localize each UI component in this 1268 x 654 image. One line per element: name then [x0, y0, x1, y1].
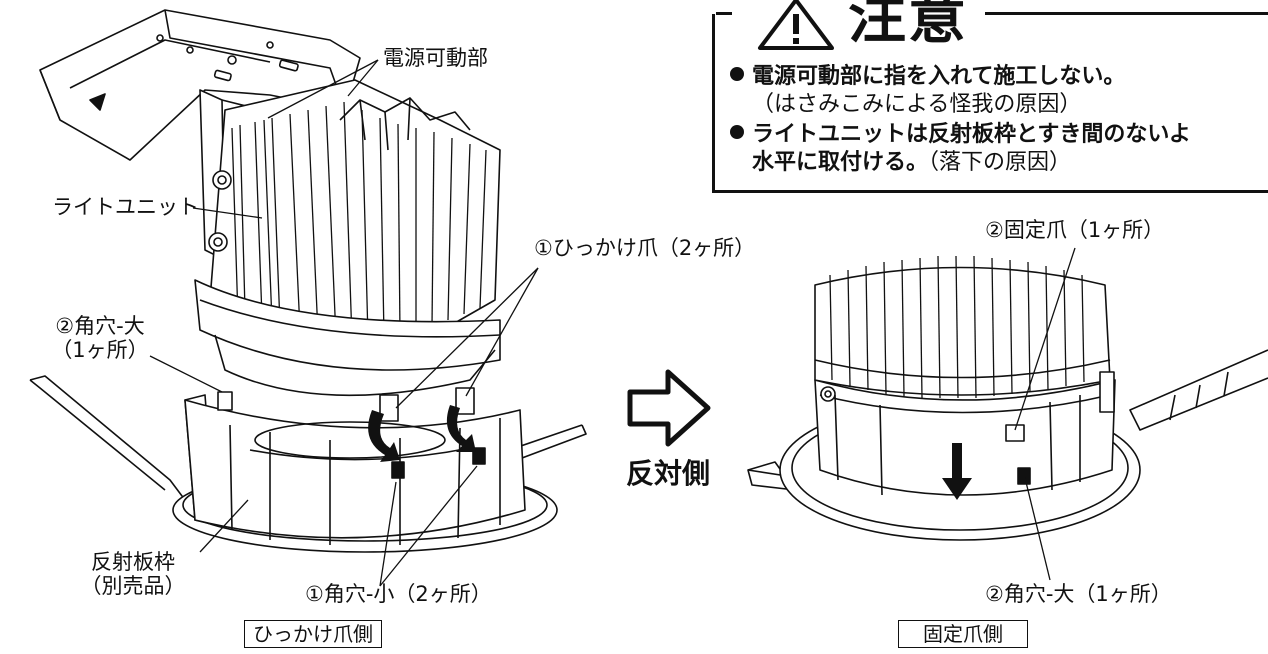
opposite-side-label: 反対側 — [626, 457, 711, 490]
label-reflector-frame: 反射板枠 （別売品） — [80, 550, 186, 599]
label-square-hole-large-left: ②角穴-大 （1ヶ所） — [51, 314, 149, 363]
label-power-movable: 電源可動部 — [383, 46, 488, 70]
label-hook-claw: ①ひっかけ爪（2ヶ所） — [534, 236, 756, 260]
right-outline-arrow-icon — [627, 369, 711, 447]
caution-box — [712, 14, 1268, 193]
label-square-hole-small: ①角穴-小（2ヶ所） — [305, 582, 492, 606]
fixed-unit-right — [747, 255, 1268, 541]
curved-arrow-icon — [368, 405, 476, 462]
leader-lines-right — [1014, 247, 1076, 581]
caution-item-1-reason: （はさみこみによる怪我の原因） — [752, 92, 1082, 117]
caution-item-1: 電源可動部に指を入れて施工しない。 — [730, 64, 1125, 89]
bullet-icon — [730, 125, 744, 139]
label-light-unit: ライトユニット — [52, 195, 199, 219]
label-square-hole-large-right: ②角穴-大（1ヶ所） — [985, 582, 1172, 606]
light-unit — [194, 79, 501, 422]
caution-title: 注意 — [842, 0, 975, 51]
leader-lines-left — [149, 59, 539, 587]
caption-fixing-claw-side: 固定爪側 — [898, 620, 1028, 648]
reflector-frame-left — [29, 375, 587, 553]
caution-item-2: ライトユニットは反射板枠とすき間のないよ — [730, 122, 1191, 147]
caution-item-2-line2: 水平に取付ける。（落下の原因） — [752, 150, 1072, 175]
warning-triangle-icon — [758, 0, 834, 50]
caution-top-rule — [716, 12, 732, 15]
down-arrow-icon — [942, 443, 972, 500]
caption-hook-claw-side: ひっかけ爪側 — [244, 620, 382, 648]
bullet-icon — [730, 67, 744, 81]
caution-title-text: 注意 — [848, 0, 969, 51]
label-fixing-claw: ②固定爪（1ヶ所） — [985, 218, 1165, 242]
caution-top-rule — [985, 12, 1268, 15]
